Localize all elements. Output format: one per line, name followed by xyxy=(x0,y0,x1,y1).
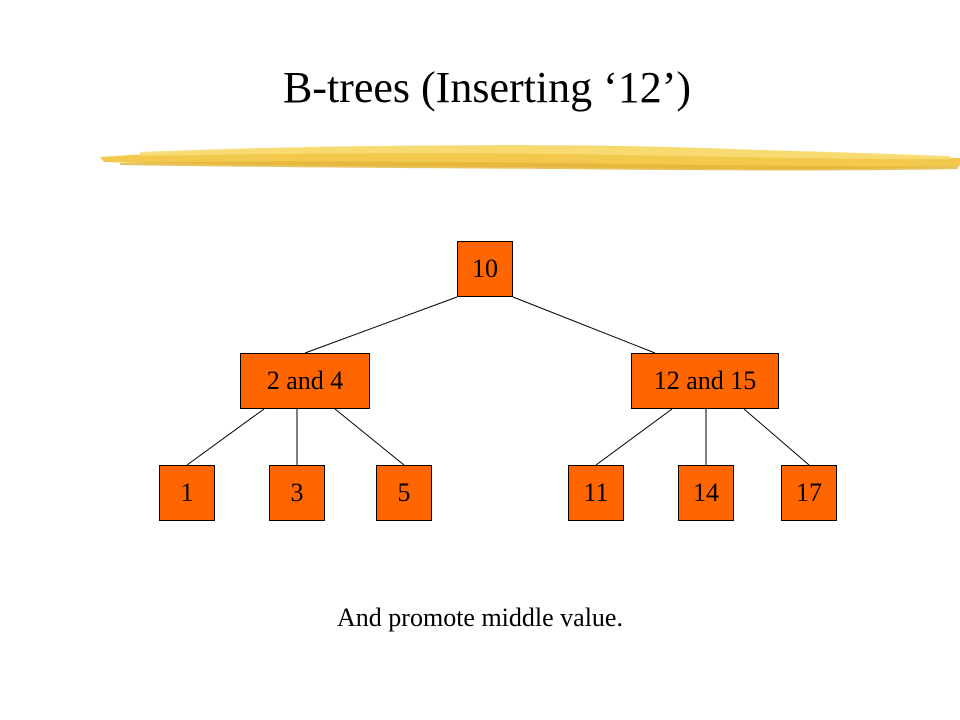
leaf-node: 3 xyxy=(269,465,325,521)
edge-root-right xyxy=(512,296,656,354)
node-left-internal: 2 and 4 xyxy=(240,353,370,409)
brush-stroke-highlight xyxy=(140,145,950,160)
node-right-internal: 12 and 15 xyxy=(631,353,779,409)
edge-root-left xyxy=(304,296,458,354)
edge-right-leaf-17 xyxy=(743,408,810,466)
edge-left-leaf-1 xyxy=(186,408,265,466)
leaf-node: 14 xyxy=(678,465,734,521)
slide-caption: And promote middle value. xyxy=(337,603,623,632)
brush-stroke-shadow xyxy=(120,161,958,171)
node-root: 10 xyxy=(457,241,513,297)
slide-title: B-trees (Inserting ‘12’) xyxy=(282,63,692,112)
leaf-node: 1 xyxy=(159,465,215,521)
leaf-node: 5 xyxy=(376,465,432,521)
leaf-node: 11 xyxy=(568,465,624,521)
leaf-node: 17 xyxy=(781,465,837,521)
edge-right-leaf-11 xyxy=(595,408,673,466)
edge-left-leaf-5 xyxy=(334,408,405,466)
